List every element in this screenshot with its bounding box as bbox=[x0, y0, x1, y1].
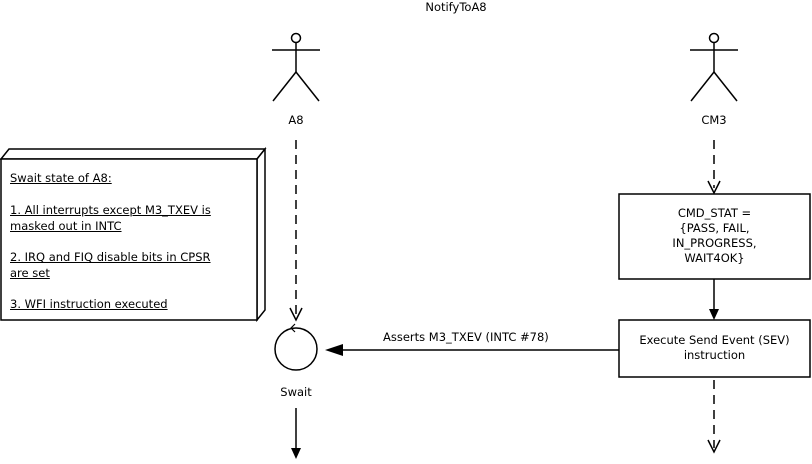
sev-line-2: instruction bbox=[683, 348, 746, 362]
cm3-dashed-flow-bottom bbox=[707, 380, 721, 454]
swait-state-circle bbox=[274, 323, 318, 371]
actor-a8-label: A8 bbox=[288, 113, 304, 127]
note-item-3: 3. WFI instruction executed bbox=[10, 297, 168, 311]
a8-dashed-flow bbox=[289, 140, 303, 322]
note-box bbox=[0, 146, 267, 323]
cmd-stat-line-4: WAIT4OK} bbox=[684, 251, 745, 265]
note-heading: Swait state of A8: bbox=[10, 171, 112, 185]
diagram-title: NotifyToA8 bbox=[425, 0, 487, 14]
cmd-stat-box bbox=[618, 193, 811, 280]
message-arrow bbox=[325, 344, 619, 356]
swait-label: Swait bbox=[280, 385, 312, 399]
actor-cm3-figure bbox=[690, 32, 738, 102]
actor-a8-figure bbox=[272, 32, 320, 102]
sev-line-1: Execute Send Event (SEV) bbox=[639, 333, 790, 347]
cmd-stat-line-3: IN_PROGRESS, bbox=[672, 236, 757, 250]
sev-text: Execute Send Event (SEV) instruction bbox=[619, 333, 810, 363]
message-label: Asserts M3_TXEV (INTC #78) bbox=[383, 330, 549, 344]
note-item-1b: masked out in INTC bbox=[10, 219, 122, 233]
note-item-2a: 2. IRQ and FIQ disable bits in CPSR bbox=[10, 250, 211, 264]
cmd-stat-text: CMD_STAT = {PASS, FAIL, IN_PROGRESS, WAI… bbox=[619, 206, 810, 266]
cmd-stat-line-2: {PASS, FAIL, bbox=[679, 221, 750, 235]
actor-cm3-label: CM3 bbox=[701, 113, 727, 127]
box-to-box-arrow bbox=[709, 279, 719, 320]
sev-box bbox=[618, 319, 811, 378]
cm3-dashed-flow-top bbox=[707, 140, 721, 195]
swait-exit-arrow bbox=[291, 408, 301, 459]
cmd-stat-line-1: CMD_STAT = bbox=[677, 206, 752, 220]
note-item-1a: 1. All interrupts except M3_TXEV is bbox=[10, 203, 211, 217]
note-item-2b: are set bbox=[10, 266, 50, 280]
